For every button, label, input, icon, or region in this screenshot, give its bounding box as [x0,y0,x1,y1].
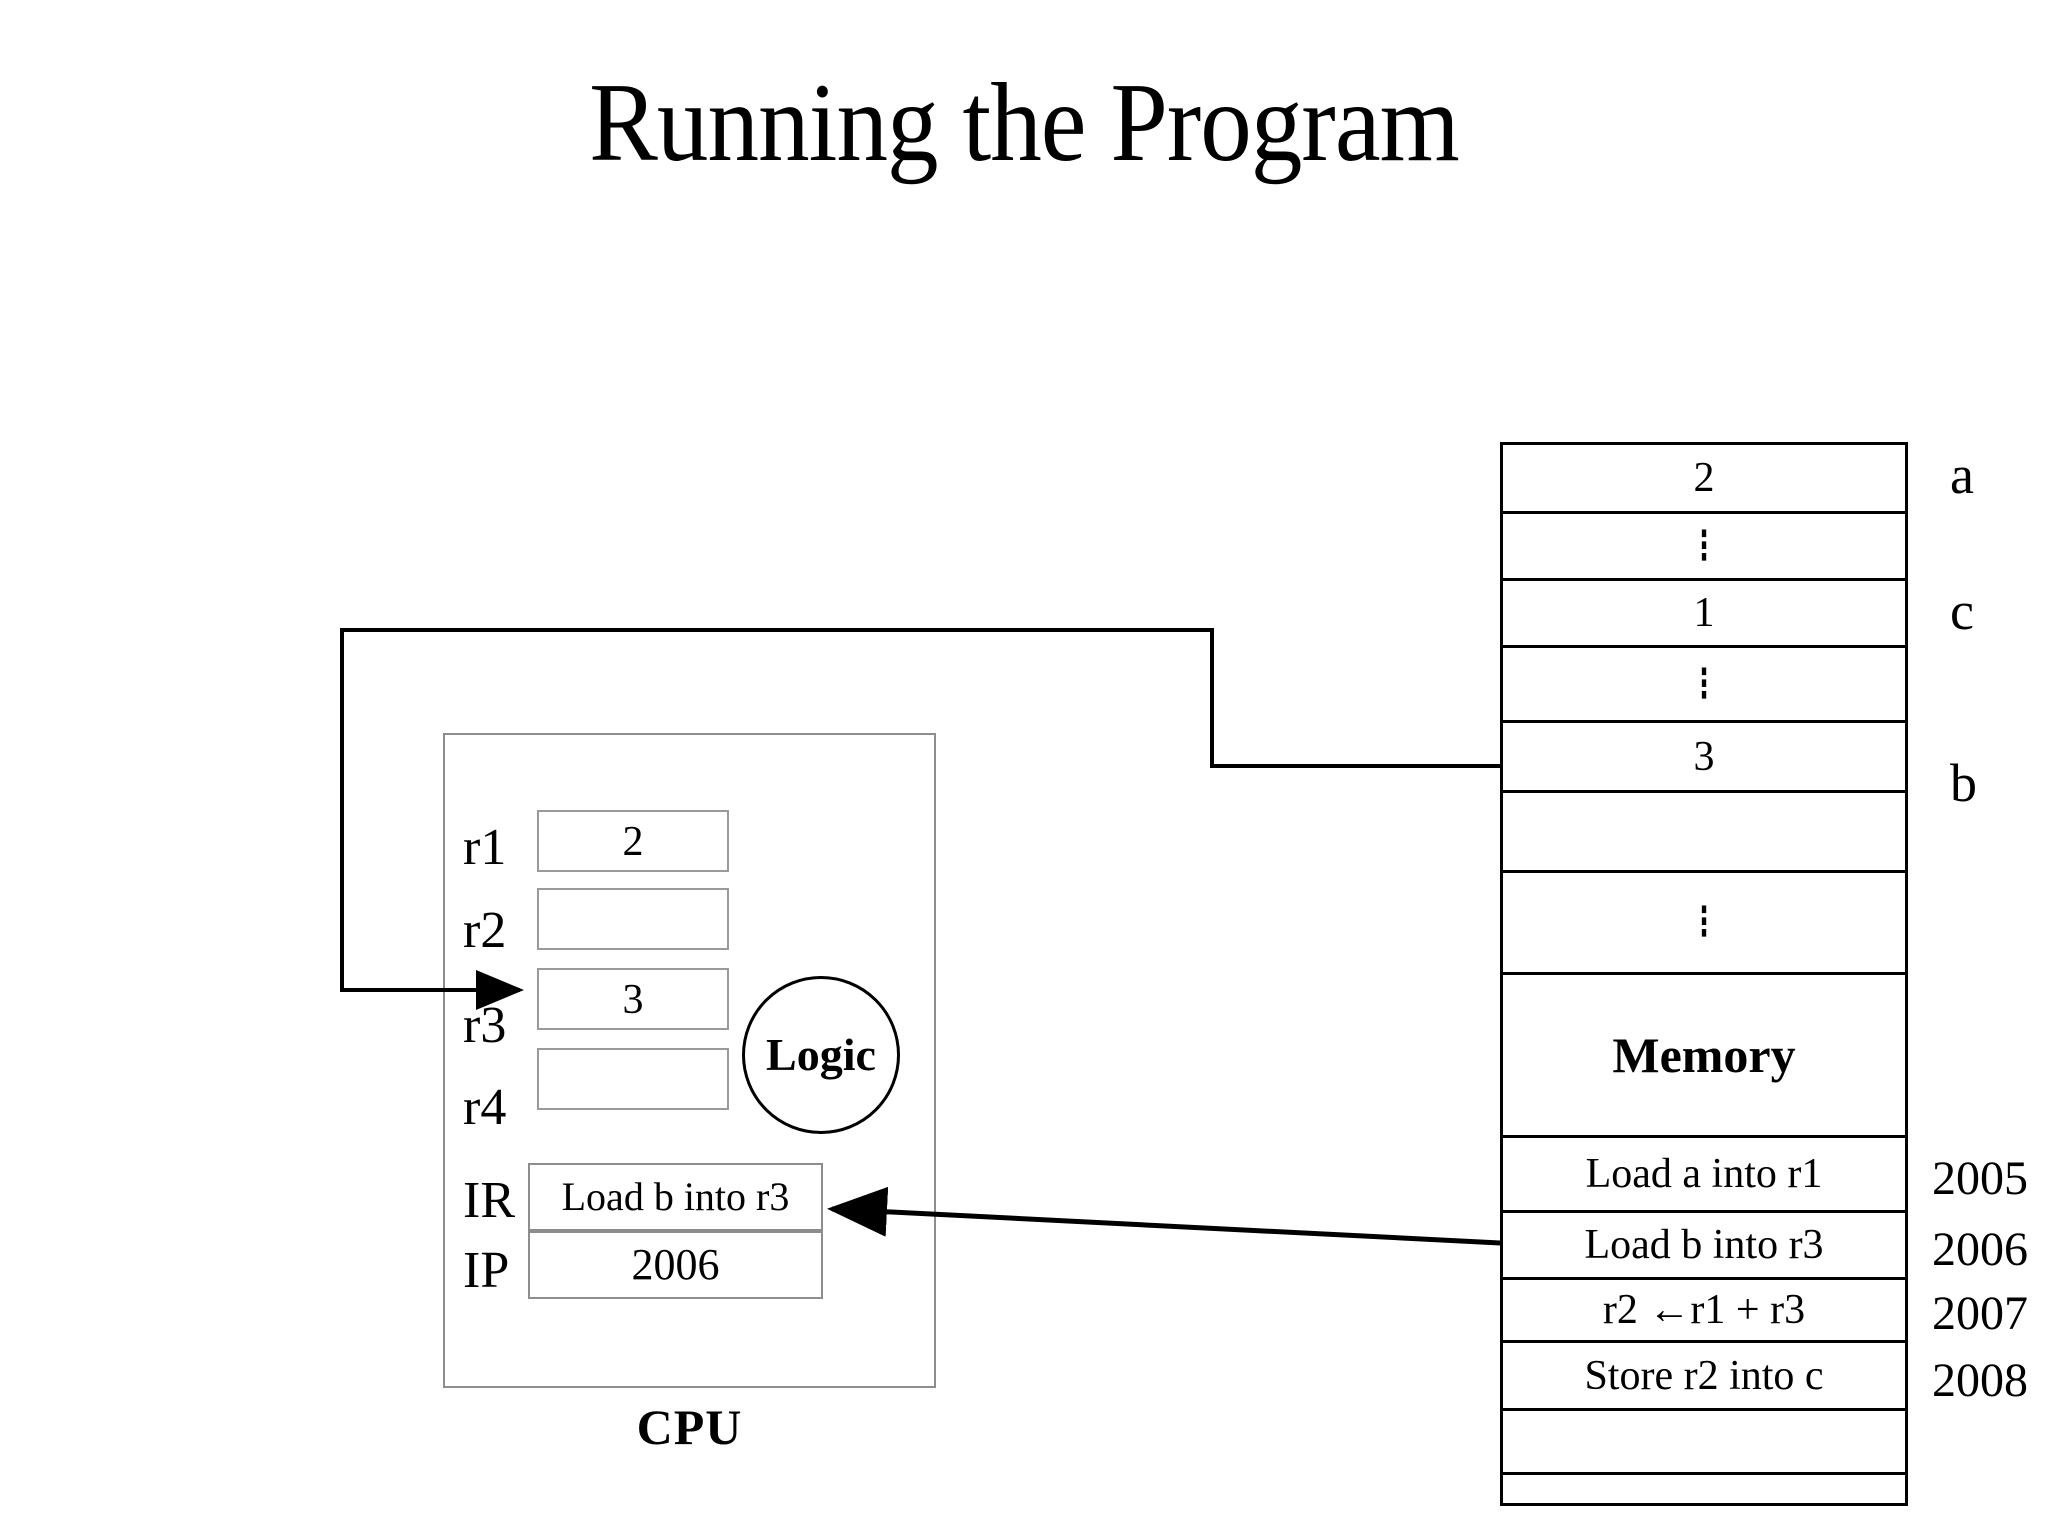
register-value-r3[interactable]: 3 [537,968,729,1030]
memory-cell-value: Store r2 into c [1584,1352,1824,1399]
memory-side-label-b: b [1950,753,1977,813]
memory-row-instruction[interactable]: Load a into r1 [1503,1138,1905,1213]
memory-cell-value: Load b into r3 [1584,1222,1824,1268]
vertical-ellipsis-icon: ⋮ [1691,899,1717,946]
memory-row-instruction[interactable]: Store r2 into c [1503,1343,1905,1411]
ir-label: IR [463,1172,515,1229]
memory-address-2008: 2008 [1932,1354,2028,1407]
ir-value[interactable]: Load b into r3 [528,1163,823,1231]
memory-address-2006: 2006 [1932,1223,2028,1276]
register-label-r2: r2 [463,902,507,959]
logic-unit-circle: Logic [742,976,900,1134]
memory-address-2005: 2005 [1932,1152,2028,1205]
ip-label: IP [463,1242,510,1299]
memory-row[interactable] [1503,1475,1905,1503]
ip-value[interactable]: 2006 [528,1231,823,1299]
register-value-r4[interactable] [537,1048,729,1110]
memory-row-title: Memory [1503,975,1905,1138]
memory-side-label-c: c [1950,581,1974,641]
memory-cell-value: 1 [1693,590,1715,636]
memory-row[interactable]: ⋮ [1503,873,1905,975]
memory-address-2007: 2007 [1932,1287,2028,1340]
memory-row[interactable]: 3 [1503,723,1905,793]
cpu-label: CPU [636,1399,743,1455]
memory-row-instruction[interactable]: r2 ←r1 + r3 [1503,1280,1905,1343]
memory-cell-value: Load a into r1 [1585,1151,1823,1197]
register-label-r1: r1 [463,819,507,876]
memory-row[interactable]: ⋮ [1503,514,1905,581]
memory-row[interactable]: 1 [1503,581,1905,648]
memory-cell-value: 2 [1693,455,1715,501]
memory-cell-value: r2 ←r1 + r3 [1602,1287,1806,1333]
register-label-r3: r3 [463,997,507,1054]
page-title: Running the Program [589,61,1460,185]
memory-row[interactable] [1503,1411,1905,1475]
memory-row[interactable]: 2 [1503,445,1905,514]
register-value-r2[interactable] [537,888,729,950]
vertical-ellipsis-icon: ⋮ [1691,660,1717,707]
vertical-ellipsis-icon: ⋮ [1691,522,1717,569]
memory-row-instruction[interactable]: Load b into r3 [1503,1213,1905,1280]
memory-row[interactable] [1503,793,1905,873]
memory-title-text: Memory [1612,1027,1796,1083]
register-value-r1[interactable]: 2 [537,810,729,872]
memory-side-label-a: a [1950,445,1974,505]
register-label-r4: r4 [463,1079,507,1136]
memory-table: 2 ⋮ 1 ⋮ 3 ⋮ Memory Load a into r1 Load b… [1500,442,1908,1506]
memory-cell-value: 3 [1693,733,1715,780]
memory-row[interactable]: ⋮ [1503,648,1905,723]
